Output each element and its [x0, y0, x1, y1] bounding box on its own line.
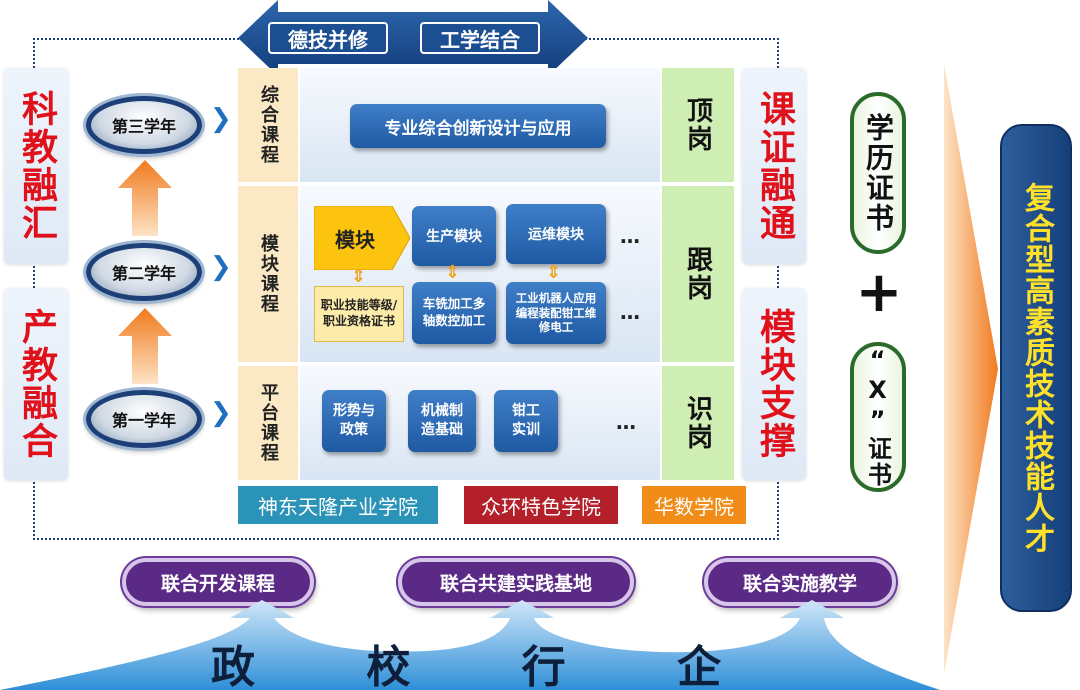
up-arrow-icon: [118, 308, 172, 384]
college-zhonghuan: 众环特色学院: [464, 486, 618, 524]
right-arrow-icon: [944, 64, 998, 674]
course-mechanical: 机械制造基础: [408, 390, 476, 452]
ellipsis-middle-bottom: …: [620, 300, 640, 324]
updown-arrow-icon: ⇕: [351, 266, 367, 287]
production-skills-box: 车铣加工多轴数控加工: [412, 282, 496, 344]
right-label-top: 课证融通: [754, 90, 795, 242]
pill-joint-teaching: 联合实施教学: [704, 558, 896, 606]
result-text: 复合型高素质技术技能人才: [1019, 182, 1054, 554]
bottom-arc: [0, 600, 940, 690]
module-label: 模块: [335, 227, 375, 252]
course-fitting: 钳工实训: [494, 390, 558, 452]
arrow-label-left: 德技并修: [268, 22, 388, 54]
course-policy: 形势与政策: [322, 390, 386, 452]
up-arrow-icon: [118, 160, 172, 236]
left-label-bottom: 产教融合: [16, 308, 57, 460]
year-second: 第二学年: [86, 243, 202, 301]
post-label-middle: 跟岗: [662, 186, 734, 362]
right-panel-bottom: 模块支撑: [742, 288, 806, 480]
college-huashu: 华数学院: [642, 486, 746, 524]
chevron-right-icon: ❯: [210, 104, 232, 134]
pill-joint-base: 联合共建实践基地: [398, 558, 634, 606]
production-module-box: 生产模块: [412, 206, 496, 266]
ellipsis-middle-top: …: [620, 224, 640, 248]
band-label-top: 综合课程: [238, 68, 298, 182]
cert-box: 职业技能等级/职业资格证书: [314, 286, 404, 342]
post-label-bottom: 识岗: [662, 366, 734, 480]
right-label-bottom: 模块支撑: [754, 308, 795, 460]
chevron-right-icon: ❯: [210, 252, 232, 282]
gov-school-industry-enterprise: 政 校 行 企: [211, 642, 769, 690]
band-label-bottom: 平台课程: [238, 366, 298, 480]
left-panel-bottom: 产教融合: [4, 288, 68, 480]
cert-diploma: 学历证书: [850, 92, 906, 254]
ellipsis-bottom: …: [616, 410, 636, 434]
chevron-right-icon: ❯: [210, 398, 232, 428]
integrated-design-box: 专业综合创新设计与应用: [350, 104, 606, 148]
band-label-middle: 模块课程: [238, 186, 298, 362]
cert-x: “X”证书: [850, 342, 906, 492]
arrow-label-right: 工学结合: [420, 22, 540, 54]
year-first: 第一学年: [86, 390, 202, 448]
right-panel-top: 课证融通: [742, 68, 806, 264]
updown-arrow-icon: ⇕: [546, 262, 562, 283]
module-pentagon: [314, 206, 410, 270]
operations-module-box: 运维模块: [506, 204, 606, 264]
operations-skills-box: 工业机器人应用编程装配钳工维修电工: [506, 282, 606, 344]
year-third: 第三学年: [86, 96, 202, 154]
updown-arrow-icon: ⇕: [445, 262, 461, 283]
college-shendong: 神东天隆产业学院: [238, 486, 438, 524]
left-panel-top: 科教融汇: [4, 68, 68, 264]
post-label-top: 顶岗: [662, 68, 734, 182]
plus-icon: +: [855, 260, 903, 325]
left-label-top: 科教融汇: [16, 90, 57, 242]
result-panel: 复合型高素质技术技能人才: [1000, 124, 1072, 612]
pill-joint-courses: 联合开发课程: [122, 558, 314, 606]
